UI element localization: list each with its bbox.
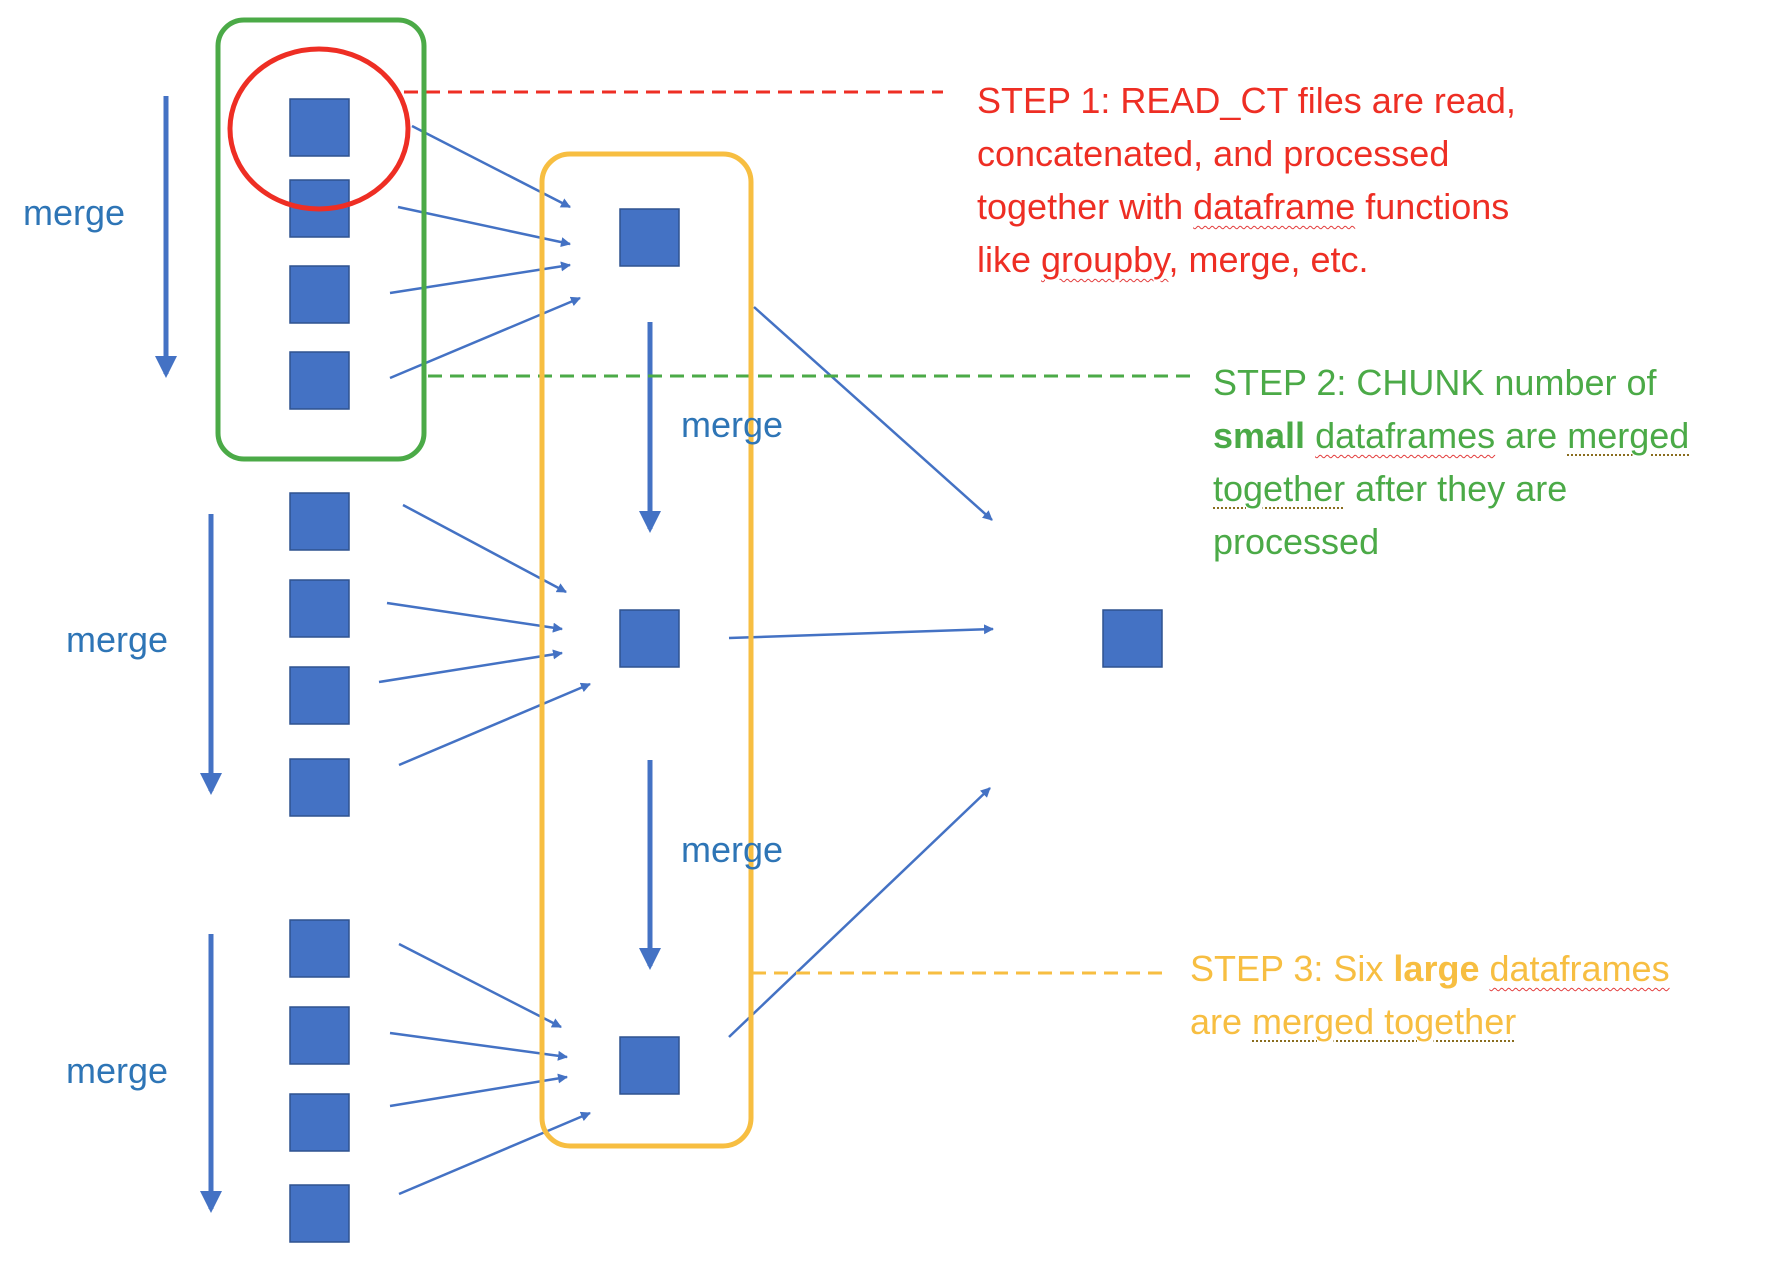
dataframe-nodes <box>289 98 1163 1243</box>
connector-arrow-12 <box>398 1111 591 1196</box>
final-connector-arrow-2 <box>728 624 994 640</box>
connector-arrow-8 <box>398 682 591 767</box>
small-dataframe-node-7 <box>289 666 350 725</box>
connector-arrows <box>378 124 994 1196</box>
merge-label-group-1: merge <box>23 192 126 233</box>
step2-annotation: STEP 2: CHUNK number of small dataframes… <box>1213 356 1689 568</box>
step1-line-2: concatenated, and processed <box>977 133 1450 174</box>
step1-highlight-circle <box>227 46 411 212</box>
step2-line-2: small dataframes are merged <box>1213 415 1690 456</box>
step-outlines <box>215 17 754 1149</box>
merge-label-large-1: merge <box>681 404 784 445</box>
step1-line-3: together with dataframe functions <box>977 186 1510 227</box>
small-dataframe-node-10 <box>289 1006 350 1065</box>
step-callout-lines <box>404 90 1193 975</box>
connector-arrow-11 <box>389 1073 568 1108</box>
step2-group-outline <box>215 17 427 462</box>
small-dataframe-node-5 <box>289 492 350 551</box>
connector-arrow-4 <box>389 296 581 380</box>
small-dataframe-node-12 <box>289 1184 350 1243</box>
step2-line-3: together after they are <box>1213 468 1568 509</box>
small-dataframe-node-9 <box>289 919 350 978</box>
step2-line-4: processed <box>1213 521 1380 562</box>
step3-annotation: STEP 3: Six large dataframes are merged … <box>1190 942 1670 1048</box>
step1-line-4: like groupby, merge, etc. <box>977 239 1369 280</box>
large-dataframe-node-3 <box>619 1036 680 1095</box>
connector-arrow-5 <box>402 503 567 594</box>
connector-arrow-7 <box>378 649 563 684</box>
connector-arrow-10 <box>389 1031 568 1061</box>
merge-label-group-3: merge <box>66 1050 169 1091</box>
small-dataframe-node-8 <box>289 758 350 817</box>
small-dataframe-node-3 <box>289 265 350 324</box>
small-dataframe-node-4 <box>289 351 350 410</box>
large-dataframe-node-2 <box>619 609 680 668</box>
final-dataframe-node <box>1102 609 1163 668</box>
step3-group-outline <box>539 151 754 1149</box>
final-connector-arrow-3 <box>728 787 991 1038</box>
connector-arrow-6 <box>386 601 563 633</box>
merge-label-group-2: merge <box>66 619 169 660</box>
step1-line-1: STEP 1: READ_CT files are read, <box>977 80 1516 121</box>
large-dataframe-node-1 <box>619 208 680 267</box>
small-dataframe-node-1 <box>289 98 350 157</box>
merge-direction-arrows <box>155 96 661 1213</box>
small-dataframe-node-6 <box>289 579 350 638</box>
connector-arrow-9 <box>398 942 562 1029</box>
step3-line-2: are merged together <box>1190 1001 1517 1042</box>
step2-line-1: STEP 2: CHUNK number of <box>1213 362 1657 403</box>
small-dataframe-node-11 <box>289 1093 350 1152</box>
step1-annotation: STEP 1: READ_CT files are read, concaten… <box>977 74 1516 286</box>
merge-label-large-2: merge <box>681 829 784 870</box>
step3-line-1: STEP 3: Six large dataframes <box>1190 948 1670 989</box>
final-connector-arrow-1 <box>753 306 993 521</box>
